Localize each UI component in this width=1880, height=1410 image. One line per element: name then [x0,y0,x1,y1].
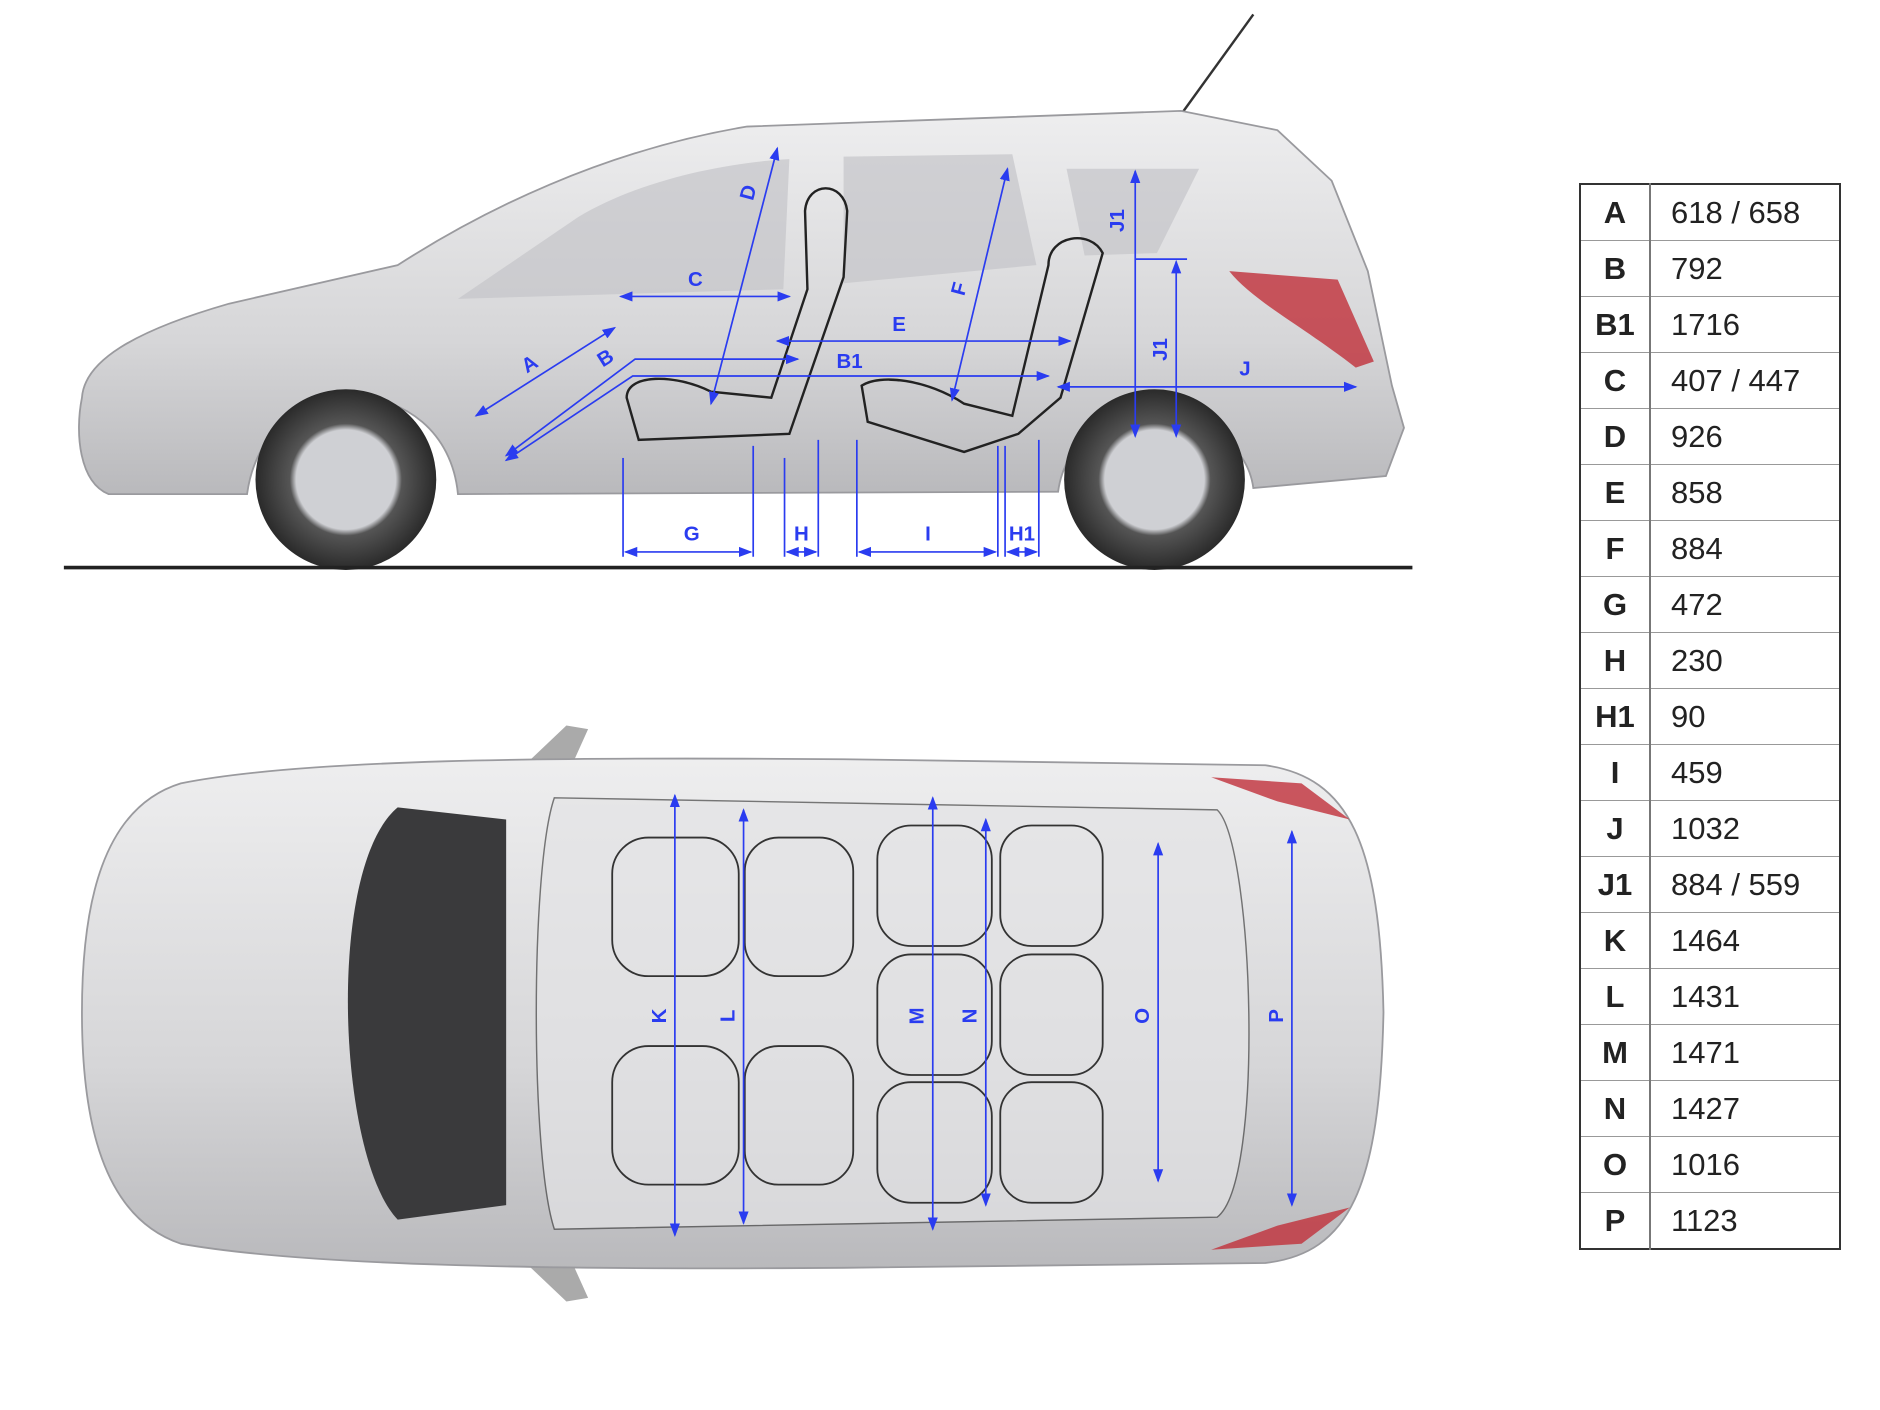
dimension-letter: F [1580,520,1651,577]
dimension-letter: G [1580,576,1651,633]
dimension-letter: N [1580,1080,1651,1137]
label-i: I [925,522,931,545]
label-l: L [717,1010,740,1023]
dimension-value: 618 / 658 [1650,184,1840,241]
tail-light [1229,271,1374,368]
dimension-letter: B [1580,240,1651,297]
windshield [347,807,507,1220]
label-o: O [1131,1008,1154,1024]
dimension-value: 90 [1650,688,1840,745]
dimension-letter: K [1580,912,1651,969]
dimension-letter: C [1580,352,1651,409]
dimension-value: 926 [1650,408,1840,465]
dimension-letter: J1 [1580,856,1651,913]
dimension-letter: L [1580,968,1651,1025]
dimension-value: 407 / 447 [1650,352,1840,409]
dimension-value: 1427 [1650,1080,1840,1137]
label-n: N [959,1009,982,1024]
side-windows [457,154,1200,299]
top-tail-light-right [1211,1207,1350,1250]
rear-wheel [1064,389,1245,571]
dimension-value: 858 [1650,464,1840,521]
dimension-value: 1464 [1650,912,1840,969]
dimension-value: 1471 [1650,1024,1840,1081]
dimension-value: 884 / 559 [1650,856,1840,913]
label-f: F [947,280,972,298]
label-b1: B1 [837,350,863,373]
dimension-letter: J [1580,800,1651,857]
label-c: C [688,268,703,291]
label-p: P [1265,1009,1288,1023]
front-wheel [255,389,437,571]
label-g: G [684,522,700,545]
label-h1: H1 [1009,522,1035,545]
dimension-value: 792 [1650,240,1840,297]
dimension-value: 472 [1650,576,1840,633]
dimension-letter: M [1580,1024,1651,1081]
label-j: J [1239,357,1250,380]
dimension-value: 230 [1650,632,1840,689]
bottom-dimension-ticks [622,439,1040,558]
label-m: M [906,1007,929,1024]
dimension-letter: E [1580,464,1651,521]
dimension-value: 1123 [1650,1192,1840,1250]
label-k: K [648,1008,671,1023]
dimension-letter: P [1580,1192,1651,1250]
cabin-outline [535,797,1250,1230]
side-view: A B B1 C D E F G H H1 I J J1 J1 [63,13,1413,571]
label-h: H [794,522,809,545]
dimension-letter: A [1580,184,1651,241]
label-j1-lower: J1 [1149,338,1172,361]
dimension-value: 1716 [1650,296,1840,353]
dimension-letter: H1 [1580,688,1651,745]
dimension-letter: O [1580,1136,1651,1193]
dimension-letter: H [1580,632,1651,689]
label-j1-upper: J1 [1106,209,1129,232]
dimension-letter: B1 [1580,296,1651,353]
dimension-value: 1032 [1650,800,1840,857]
top-view: K L M N O P [81,725,1385,1302]
label-d: D [736,182,762,202]
antenna [1180,13,1255,116]
top-tail-light-left [1211,777,1350,820]
dimension-value: 884 [1650,520,1840,577]
label-e: E [892,313,906,336]
dimension-value: 1431 [1650,968,1840,1025]
dimension-letter: I [1580,744,1651,801]
dimension-value: 459 [1650,744,1840,801]
dimension-letter: D [1580,408,1651,465]
dimension-value: 1016 [1650,1136,1840,1193]
